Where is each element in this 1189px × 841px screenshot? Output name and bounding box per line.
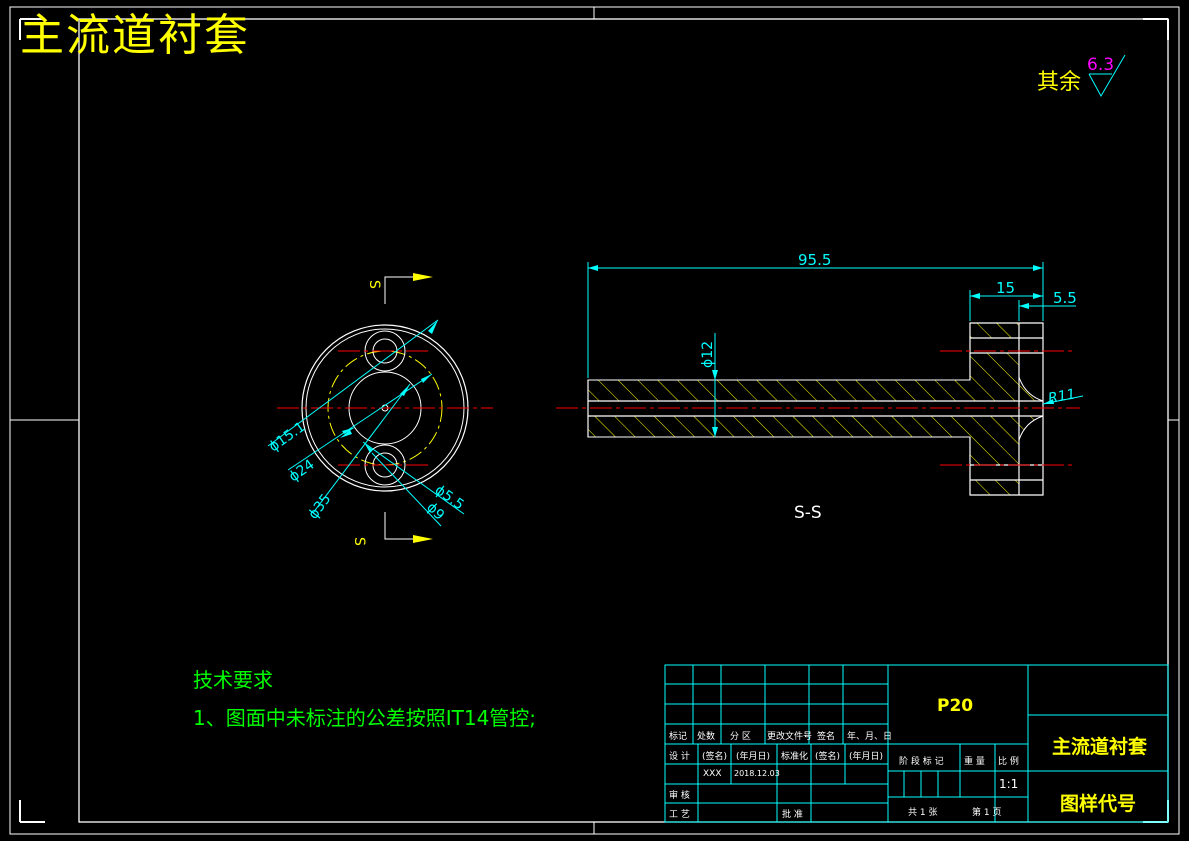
tb-header-count: 处数 <box>697 732 716 742</box>
dim-outer-diameter: ϕ35 <box>305 491 334 522</box>
tb-header-mark: 标记 <box>669 732 688 742</box>
tb-sheets: 共 1 张 <box>908 808 938 818</box>
dim-pitch-circle: ϕ24 <box>286 457 317 486</box>
upper-body-section <box>587 352 1044 402</box>
tb-header-change: 更改文件号 <box>767 732 813 742</box>
tb-drawing-code: 图样代号 <box>1060 793 1137 815</box>
dim-bore: ϕ12 <box>700 341 716 368</box>
dim-sphere-radius: R11 <box>1047 386 1077 407</box>
title-block-grid <box>664 664 1169 823</box>
tb-approve: 批 准 <box>782 810 803 820</box>
tech-requirements-title: 技术要求 <box>193 668 273 692</box>
lower-flange-cap <box>969 479 1020 496</box>
tb-date: 2018.12.03 <box>734 769 780 778</box>
section-arrow-top <box>384 273 433 304</box>
tb-sheet-no: 第 1 页 <box>972 808 1002 818</box>
roughness-symbol <box>1088 54 1126 98</box>
front-arrowheads <box>340 320 438 453</box>
tb-header-sign: 签名 <box>817 732 836 742</box>
tb-header-zone: 分 区 <box>730 732 751 742</box>
tb-standard-sign: (签名) <box>815 752 841 762</box>
tb-design-label: 设 计 <box>669 752 690 762</box>
drawing-border <box>9 6 1180 835</box>
tb-design-sign: (签名) <box>702 752 728 762</box>
section-centerlines <box>556 350 1080 466</box>
roughness-value: 6.3 <box>1087 55 1114 75</box>
front-centerlines <box>277 350 493 466</box>
lower-body-section <box>587 415 1044 466</box>
section-view: 95.5 15 5.5 ϕ12 R11 S-S <box>556 251 1084 523</box>
tb-standard-label: 标准化 <box>781 752 809 762</box>
front-view: S S ϕ15.1 ϕ <box>266 273 493 546</box>
tb-header-date: 年、月、日 <box>847 732 893 742</box>
tb-design-date: (年月日) <box>736 752 771 762</box>
section-letter-top: S <box>366 280 382 289</box>
section-outline <box>587 322 1044 496</box>
roughness-label: 其余 <box>1037 70 1082 95</box>
drawing-title: 主流道衬套 <box>20 10 250 61</box>
tech-requirements-note: 1、图面中未标注的公差按照IT14管控; <box>193 706 537 730</box>
tb-part-code: P20 <box>937 696 974 716</box>
tb-stage-mark: 阶 段 标 记 <box>899 757 944 767</box>
section-arrow-bottom <box>384 512 433 543</box>
section-label: S-S <box>794 503 822 523</box>
dim-length: 95.5 <box>798 251 831 269</box>
upper-flange-cap <box>969 322 1020 339</box>
tb-designer: XXX <box>703 769 722 779</box>
dim-center-bore: ϕ15.1 <box>266 419 308 455</box>
tb-process: 工 艺 <box>669 810 690 820</box>
tb-standard-date: (年月日) <box>849 752 884 762</box>
tb-scale: 1:1 <box>999 777 1019 791</box>
dim-head-width: 15 <box>996 279 1015 297</box>
tb-part-name: 主流道衬套 <box>1052 736 1148 758</box>
section-letter-bottom: S <box>351 537 367 546</box>
front-dimension-leaders <box>267 319 465 527</box>
tb-weight: 重 量 <box>964 757 985 767</box>
tb-review: 审 核 <box>669 791 690 801</box>
dim-recess-width: 5.5 <box>1053 289 1077 307</box>
section-arrowheads <box>588 265 1054 437</box>
tb-scale-label: 比 例 <box>998 757 1019 767</box>
